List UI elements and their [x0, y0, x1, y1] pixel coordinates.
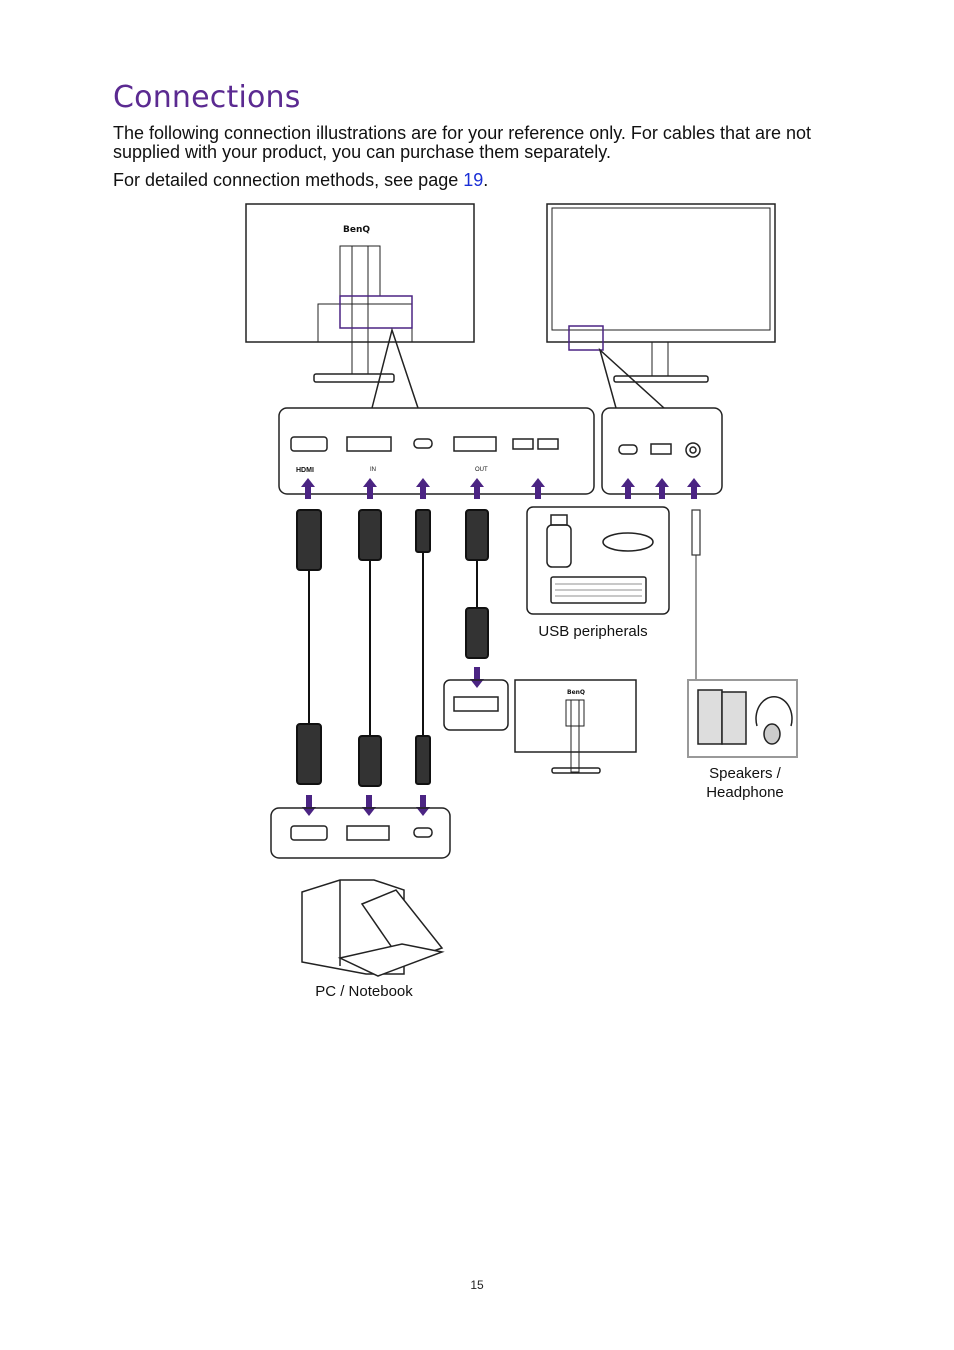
usb-peripherals-label: USB peripherals	[538, 623, 648, 640]
down-arrows	[302, 667, 484, 816]
intro-page-reference: For detailed connection methods, see pag…	[113, 171, 488, 190]
ref-prefix: For detailed connection methods, see pag…	[113, 170, 464, 190]
main-port-panel	[278, 407, 595, 495]
brand-logo-back: BenQ	[343, 225, 370, 235]
cables	[296, 509, 489, 787]
daisy-chain-monitor	[443, 679, 637, 774]
monitor-back-view	[245, 203, 475, 409]
port-arrows	[301, 478, 701, 499]
page-title: Connections	[113, 80, 301, 115]
pc-notebook-label: PC / Notebook	[315, 983, 413, 1000]
page-link[interactable]: 19	[463, 170, 484, 190]
page-number: 15	[470, 1278, 484, 1292]
dp-out-port-label: OUT	[475, 467, 488, 473]
monitor-front-view	[546, 203, 776, 409]
hdmi-port-label: HDMI	[296, 467, 314, 474]
usb-peripherals-box	[526, 506, 670, 615]
intro-paragraph: The following connection illustrations a…	[113, 123, 812, 162]
speakers-headphone-box	[687, 679, 798, 758]
speakers-label-line2: Headphone	[706, 784, 784, 801]
pc-port-panel	[270, 807, 451, 859]
audio-plug	[691, 509, 701, 556]
speakers-label-line1: Speakers /	[709, 765, 781, 782]
brand-logo-small: BenQ	[567, 689, 585, 696]
speakers-label: Speakers / Headphone	[685, 764, 805, 802]
ref-suffix: .	[483, 170, 489, 190]
dp-in-port-label: IN	[370, 467, 376, 473]
pc-notebook-illustration	[301, 879, 445, 977]
